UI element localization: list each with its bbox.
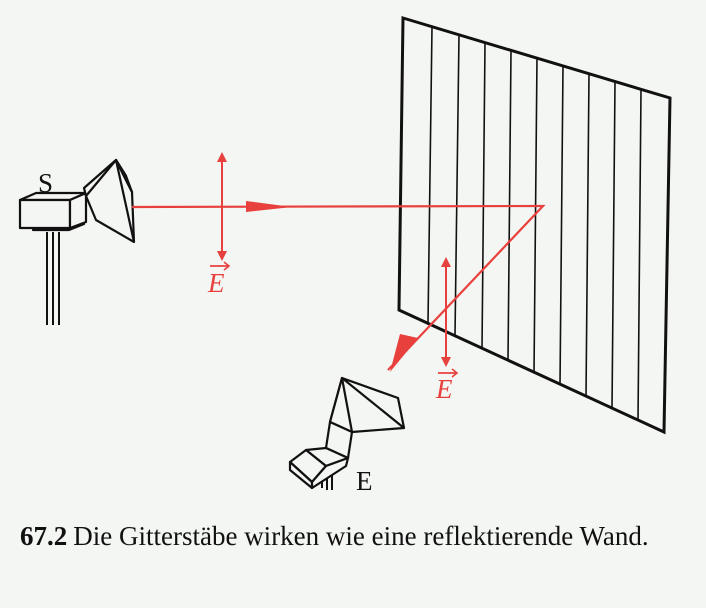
efield-label-reflected: E bbox=[435, 368, 459, 404]
microwave-ray bbox=[131, 201, 546, 372]
vector-overbar-tip bbox=[223, 261, 231, 271]
caption-text: Die Gitterstäbe wirken wie eine reflekti… bbox=[73, 521, 649, 551]
sender-horn bbox=[18, 158, 136, 325]
efield-symbol: E bbox=[207, 268, 225, 298]
receiver-label: E bbox=[356, 466, 373, 496]
vector-overbar-tip bbox=[451, 368, 459, 378]
efield-symbol: E bbox=[435, 374, 453, 404]
sender-label: S bbox=[38, 168, 53, 198]
grating-wall bbox=[397, 15, 672, 435]
figure-number: 67.2 bbox=[20, 521, 68, 551]
efield-label-incident: E bbox=[207, 261, 231, 298]
receiver-horn bbox=[288, 376, 406, 490]
